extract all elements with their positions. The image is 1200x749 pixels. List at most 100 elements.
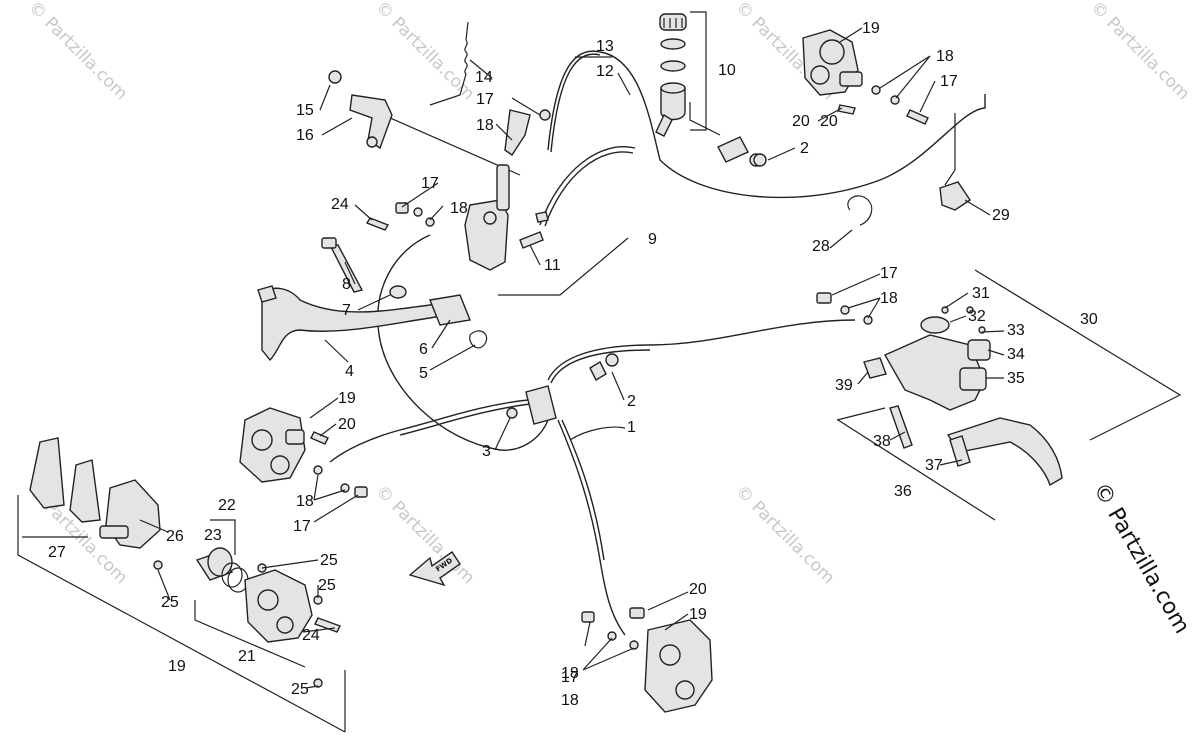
brake-fluid-reservoir [655, 13, 687, 137]
callout-label: 17 [476, 91, 494, 108]
callout-label: 8 [342, 276, 351, 293]
caliper-body-21 [244, 569, 341, 643]
callout-label: 21 [238, 648, 256, 665]
callout-label: 12 [596, 63, 614, 80]
fittings-17-18-lower [581, 611, 639, 650]
callout-label: 17 [421, 175, 439, 192]
handlebar-master-cylinder [884, 306, 991, 411]
group-brackets [17, 11, 1182, 733]
callout-label: 2 [627, 393, 636, 410]
hose-clamp-5 [469, 330, 488, 349]
fittings-17-18-right [816, 292, 873, 325]
callout-label: 19 [338, 390, 356, 407]
watermark: © Partzilla.com [1086, 0, 1193, 104]
callout-label: 20 [338, 416, 356, 433]
callout-label: 19 [168, 658, 186, 675]
callout-label: 18 [476, 117, 494, 134]
callout-label: 9 [648, 231, 657, 248]
callout-label: 17 [293, 518, 311, 535]
brake-line-lower [557, 419, 626, 636]
brake-pads-27 [29, 437, 101, 523]
callout-label: 17 [561, 669, 579, 686]
brake-line-left-front [329, 399, 529, 463]
callout-label: 35 [1007, 370, 1025, 387]
callout-label: 30 [1080, 311, 1098, 328]
nut-2-top [753, 153, 767, 167]
callout-labels: 1 2 2 3 4 5 6 7 8 9 10 11 12 13 14 15 16… [48, 20, 1098, 709]
brake-line-main [377, 234, 549, 451]
callout-label: 19 [689, 606, 707, 623]
clip-29 [939, 181, 971, 211]
callout-label: 32 [968, 308, 986, 325]
callout-label: 18 [880, 290, 898, 307]
callout-label: 25 [291, 681, 309, 698]
callout-label: 23 [204, 527, 222, 544]
callout-label: 24 [331, 196, 349, 213]
pivot-bolt-8 [321, 237, 407, 299]
nut-2-center [589, 353, 619, 381]
brake-line-13 [547, 50, 986, 199]
callout-label: 7 [342, 302, 351, 319]
callout-label: 6 [419, 341, 428, 358]
callout-label: 11 [544, 257, 561, 274]
pivot-bolt-37 [949, 435, 971, 467]
callout-label: 18 [450, 200, 468, 217]
caliper-right-rear [802, 29, 863, 96]
callout-label: 15 [296, 102, 314, 119]
callout-label: 36 [894, 483, 912, 500]
callout-label: 31 [972, 285, 990, 302]
brake-lever-36 [946, 417, 1063, 487]
callout-label: 5 [419, 365, 428, 382]
callout-label: 28 [812, 238, 830, 255]
callout-label: 18 [561, 665, 579, 682]
watermark: © Partzilla.com [24, 0, 131, 104]
lever-pin-38 [889, 405, 913, 449]
caliper-lower [629, 607, 713, 713]
callout-label: 38 [873, 433, 891, 450]
watermark: © Partzilla.com [731, 481, 838, 588]
callout-label: 17 [940, 73, 958, 90]
callout-label: 17 [880, 265, 898, 282]
callout-label: 25 [161, 594, 179, 611]
callout-label: 18 [936, 48, 954, 65]
callout-label: 20 [689, 581, 707, 598]
caliper-bracket-26 [99, 479, 161, 549]
piston-22 [195, 547, 234, 581]
callout-label: 13 [596, 38, 614, 55]
brake-switch-39 [863, 357, 887, 379]
callout-label: 4 [345, 363, 354, 380]
callout-label: 20 [792, 113, 810, 130]
callout-label: 24 [302, 627, 320, 644]
callout-label: 14 [475, 69, 493, 86]
callout-label: 16 [296, 127, 314, 144]
callout-label: 18 [296, 493, 314, 510]
callout-label: 22 [218, 497, 236, 514]
callout-label: 34 [1007, 346, 1025, 363]
callout-label: 26 [166, 528, 184, 545]
callout-label: 19 [862, 20, 880, 37]
callout-label: 27 [48, 544, 66, 561]
callout-label: 3 [482, 443, 491, 460]
callout-leaders [139, 27, 1005, 689]
snap-ring-28 [847, 195, 873, 226]
copyright-watermark: © Partzilla.com [1088, 479, 1195, 639]
rear-master-cylinder [464, 109, 551, 271]
callout-label: 2 [800, 140, 809, 157]
forward-arrow: FWD [408, 551, 461, 587]
callout-label: 1 [627, 419, 636, 436]
caliper-left-front [239, 407, 306, 483]
callout-label: 37 [925, 457, 943, 474]
pedal-bracket-16 [328, 70, 393, 150]
brake-lines [329, 50, 986, 636]
callout-label: 29 [992, 207, 1010, 224]
bleeder-20-left [310, 431, 329, 445]
callout-label: 25 [320, 552, 338, 569]
fittings-17-18-left [365, 202, 549, 249]
return-spring [429, 21, 469, 106]
callout-label: 18 [561, 692, 579, 709]
callout-label: 39 [835, 377, 853, 394]
callout-label: 33 [1007, 322, 1025, 339]
fittings-18-17-left-front [313, 465, 368, 498]
brake-line-9 [539, 146, 636, 226]
